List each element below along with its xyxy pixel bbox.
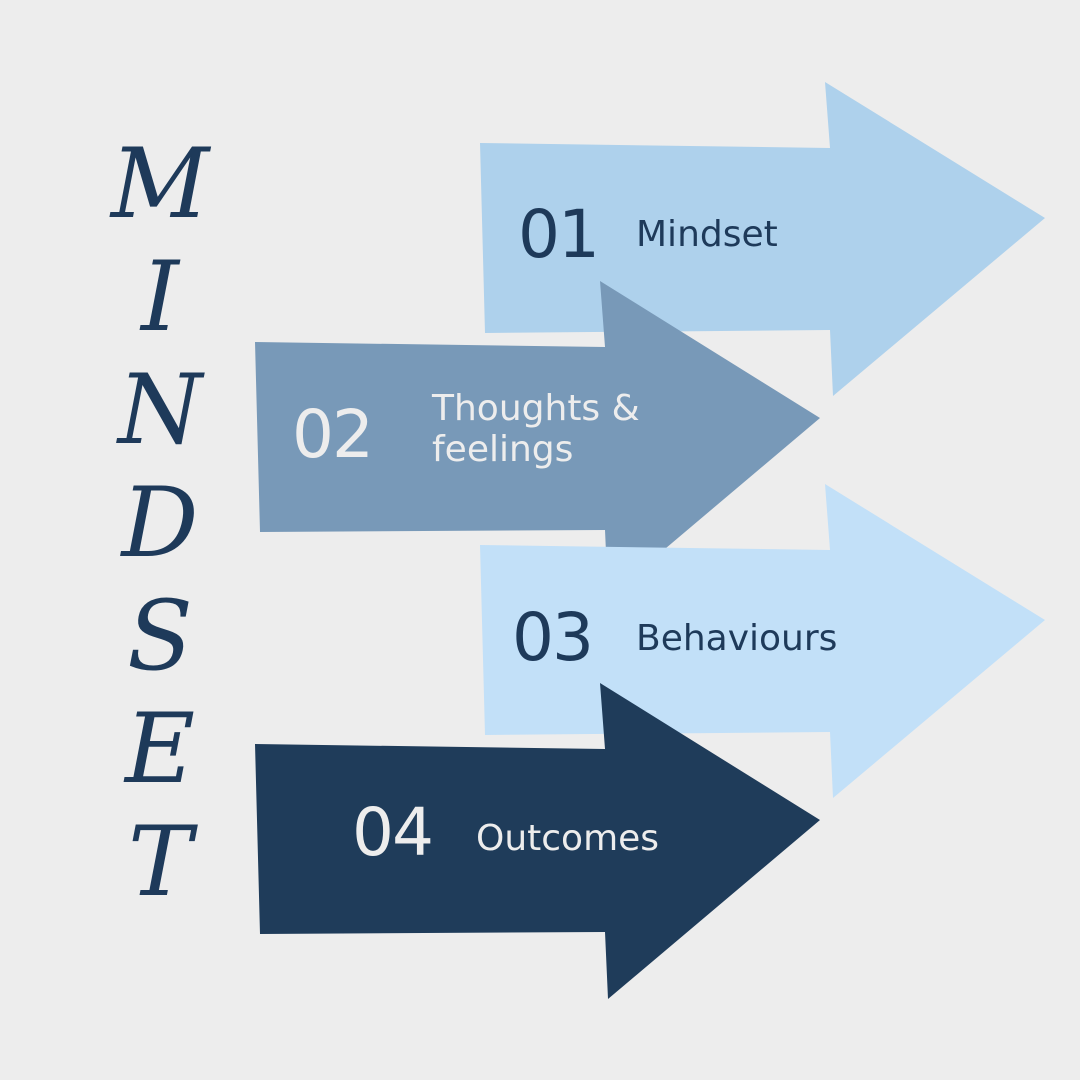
arrow-04 [255, 683, 820, 999]
step-02-label-line2: feelings [432, 429, 574, 471]
step-04-number: 04 [352, 794, 434, 871]
title-letter: E [124, 693, 196, 805]
title-letter: T [127, 806, 193, 918]
vertical-title: M I N D S E T [100, 128, 220, 919]
title-letter: I [141, 241, 179, 353]
title-letter: S [127, 580, 193, 692]
step-01-number: 01 [518, 196, 600, 273]
step-02-label: Thoughts & feelings [432, 388, 640, 471]
step-03-label: Behaviours [636, 618, 838, 659]
step-03-number: 03 [512, 599, 594, 676]
step-04-label: Outcomes [476, 818, 660, 859]
arrow-02 [255, 281, 820, 597]
step-01-label: Mindset [636, 214, 778, 255]
step-02-number: 02 [292, 396, 374, 473]
title-letter: N [118, 354, 202, 466]
step-02-label-line1: Thoughts & [432, 388, 640, 429]
title-letter: D [121, 467, 199, 579]
title-letter: M [110, 128, 210, 240]
